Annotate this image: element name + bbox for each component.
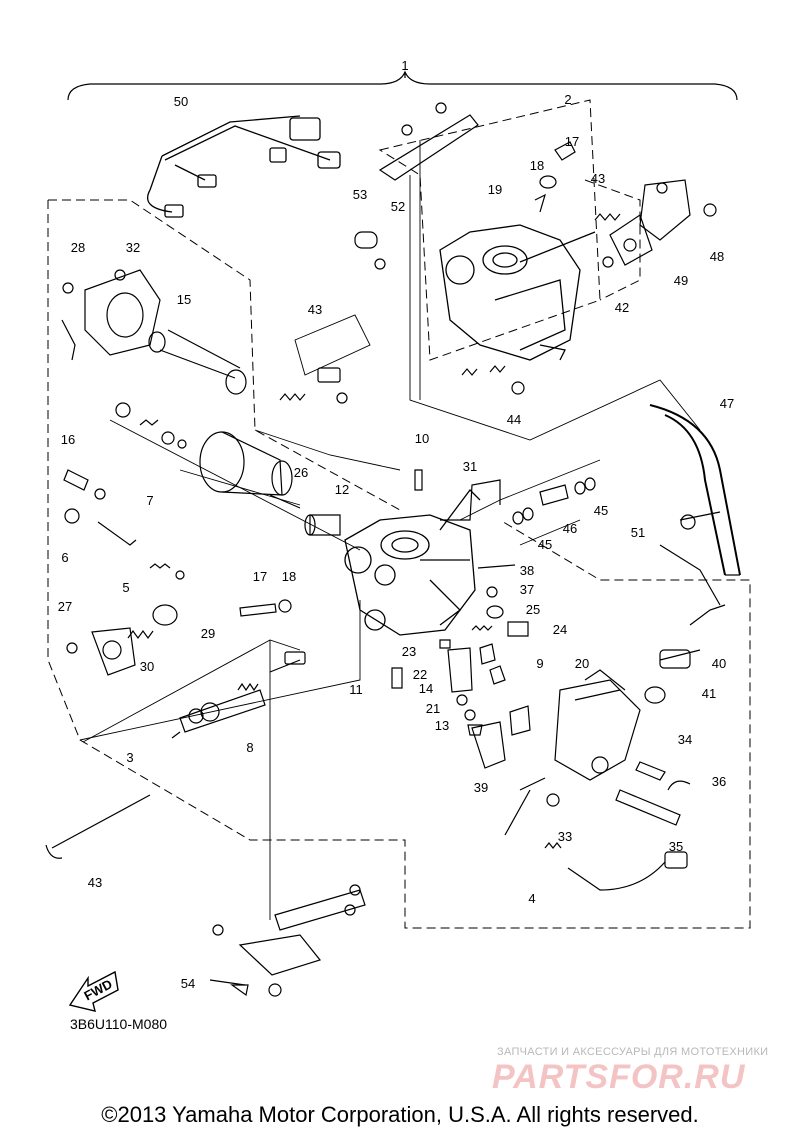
callout-label: 12	[335, 482, 349, 497]
callout-label: 28	[71, 240, 85, 255]
callout-label: 40	[712, 656, 726, 671]
upper-carb-outline	[378, 99, 601, 361]
callout-label: 34	[678, 732, 692, 747]
callout-label: 10	[415, 431, 429, 446]
callout-label: 9	[536, 656, 543, 671]
callout-label: 23	[402, 644, 416, 659]
vent-hose	[649, 404, 741, 576]
cover-plate	[84, 269, 161, 356]
callout-label: 4	[528, 891, 535, 906]
callout-label: 33	[558, 829, 572, 844]
callout-label: 38	[520, 563, 534, 578]
callout-label: 3	[126, 750, 133, 765]
callout-label: 18	[282, 569, 296, 584]
callout-label: 25	[526, 602, 540, 617]
callout-label: 2	[564, 92, 571, 107]
copyright-notice: ©2013 Yamaha Motor Corporation, U.S.A. A…	[101, 1102, 699, 1127]
callout-label: 51	[631, 525, 645, 540]
callout-labels: 1 2 3 4 5 6 7 8 9 10 11 12 13 14 15 16 1…	[58, 58, 734, 1003]
callout-label: 8	[246, 740, 253, 755]
callout-label: 15	[177, 292, 191, 307]
callout-label: 42	[615, 300, 629, 315]
callout-label: 27	[58, 599, 72, 614]
float-bowl-cap	[471, 721, 506, 769]
callout-label: 29	[201, 626, 215, 641]
callout-label: 36	[712, 774, 726, 789]
main-carburetor-body	[344, 489, 481, 636]
float-bowl	[554, 669, 641, 781]
assembly-bracket	[67, 70, 738, 101]
callout-label: 14	[419, 681, 433, 696]
callout-label: 31	[463, 459, 477, 474]
callout-label: 21	[426, 701, 440, 716]
callout-label: 16	[61, 432, 75, 447]
callout-label: 45	[594, 503, 608, 518]
callout-label: 22	[413, 667, 427, 682]
callout-label: 17	[253, 569, 267, 584]
callout-label: 43	[591, 171, 605, 186]
callout-label: 37	[520, 582, 534, 597]
callout-label: 41	[702, 686, 716, 701]
fwd-arrow	[68, 970, 119, 1012]
throttle-cable	[544, 842, 562, 849]
callout-label: 5	[122, 580, 129, 595]
callout-label: 47	[720, 396, 734, 411]
wire-harness	[146, 115, 341, 218]
callout-label: 7	[146, 493, 153, 508]
callout-label: 45	[538, 537, 552, 552]
callout-label: 32	[126, 240, 140, 255]
drawing-id: 3B6U110-M080	[70, 1016, 168, 1032]
callout-label: 26	[294, 465, 308, 480]
callout-label: 6	[61, 550, 68, 565]
carb-group-outline	[47, 200, 751, 929]
callout-label: 19	[488, 182, 502, 197]
upper-carburetor-body	[439, 224, 596, 361]
callout-label: 50	[174, 94, 188, 109]
throttle-position-sensor	[639, 179, 691, 241]
callout-label: 35	[669, 839, 683, 854]
callout-label: 24	[553, 622, 567, 637]
callout-label: 53	[353, 187, 367, 202]
callout-label: 49	[674, 273, 688, 288]
callout-label: 39	[474, 780, 488, 795]
callout-label: 1	[401, 58, 408, 73]
callout-label: 48	[710, 249, 724, 264]
callout-label: 46	[563, 521, 577, 536]
top-mounting-bracket	[378, 114, 479, 181]
callout-label: 13	[435, 718, 449, 733]
callout-label: 30	[140, 659, 154, 674]
callout-label: 43	[88, 875, 102, 890]
diaphragm-piston	[115, 402, 301, 509]
watermark-logo: PARTSFOR.RU	[492, 1058, 746, 1096]
callout-label: 20	[575, 656, 589, 671]
watermark-tagline: ЗАПЧАСТИ И АКСЕССУАРЫ ДЛЯ МОТОТЕХНИКИ	[497, 1046, 769, 1058]
callout-label: 52	[391, 199, 405, 214]
callout-label: 54	[181, 976, 195, 991]
callout-label: 43	[308, 302, 322, 317]
callout-label: 44	[507, 412, 521, 427]
callout-label: 17	[565, 134, 579, 149]
callout-label: 11	[349, 682, 363, 697]
callout-label: 18	[530, 158, 544, 173]
